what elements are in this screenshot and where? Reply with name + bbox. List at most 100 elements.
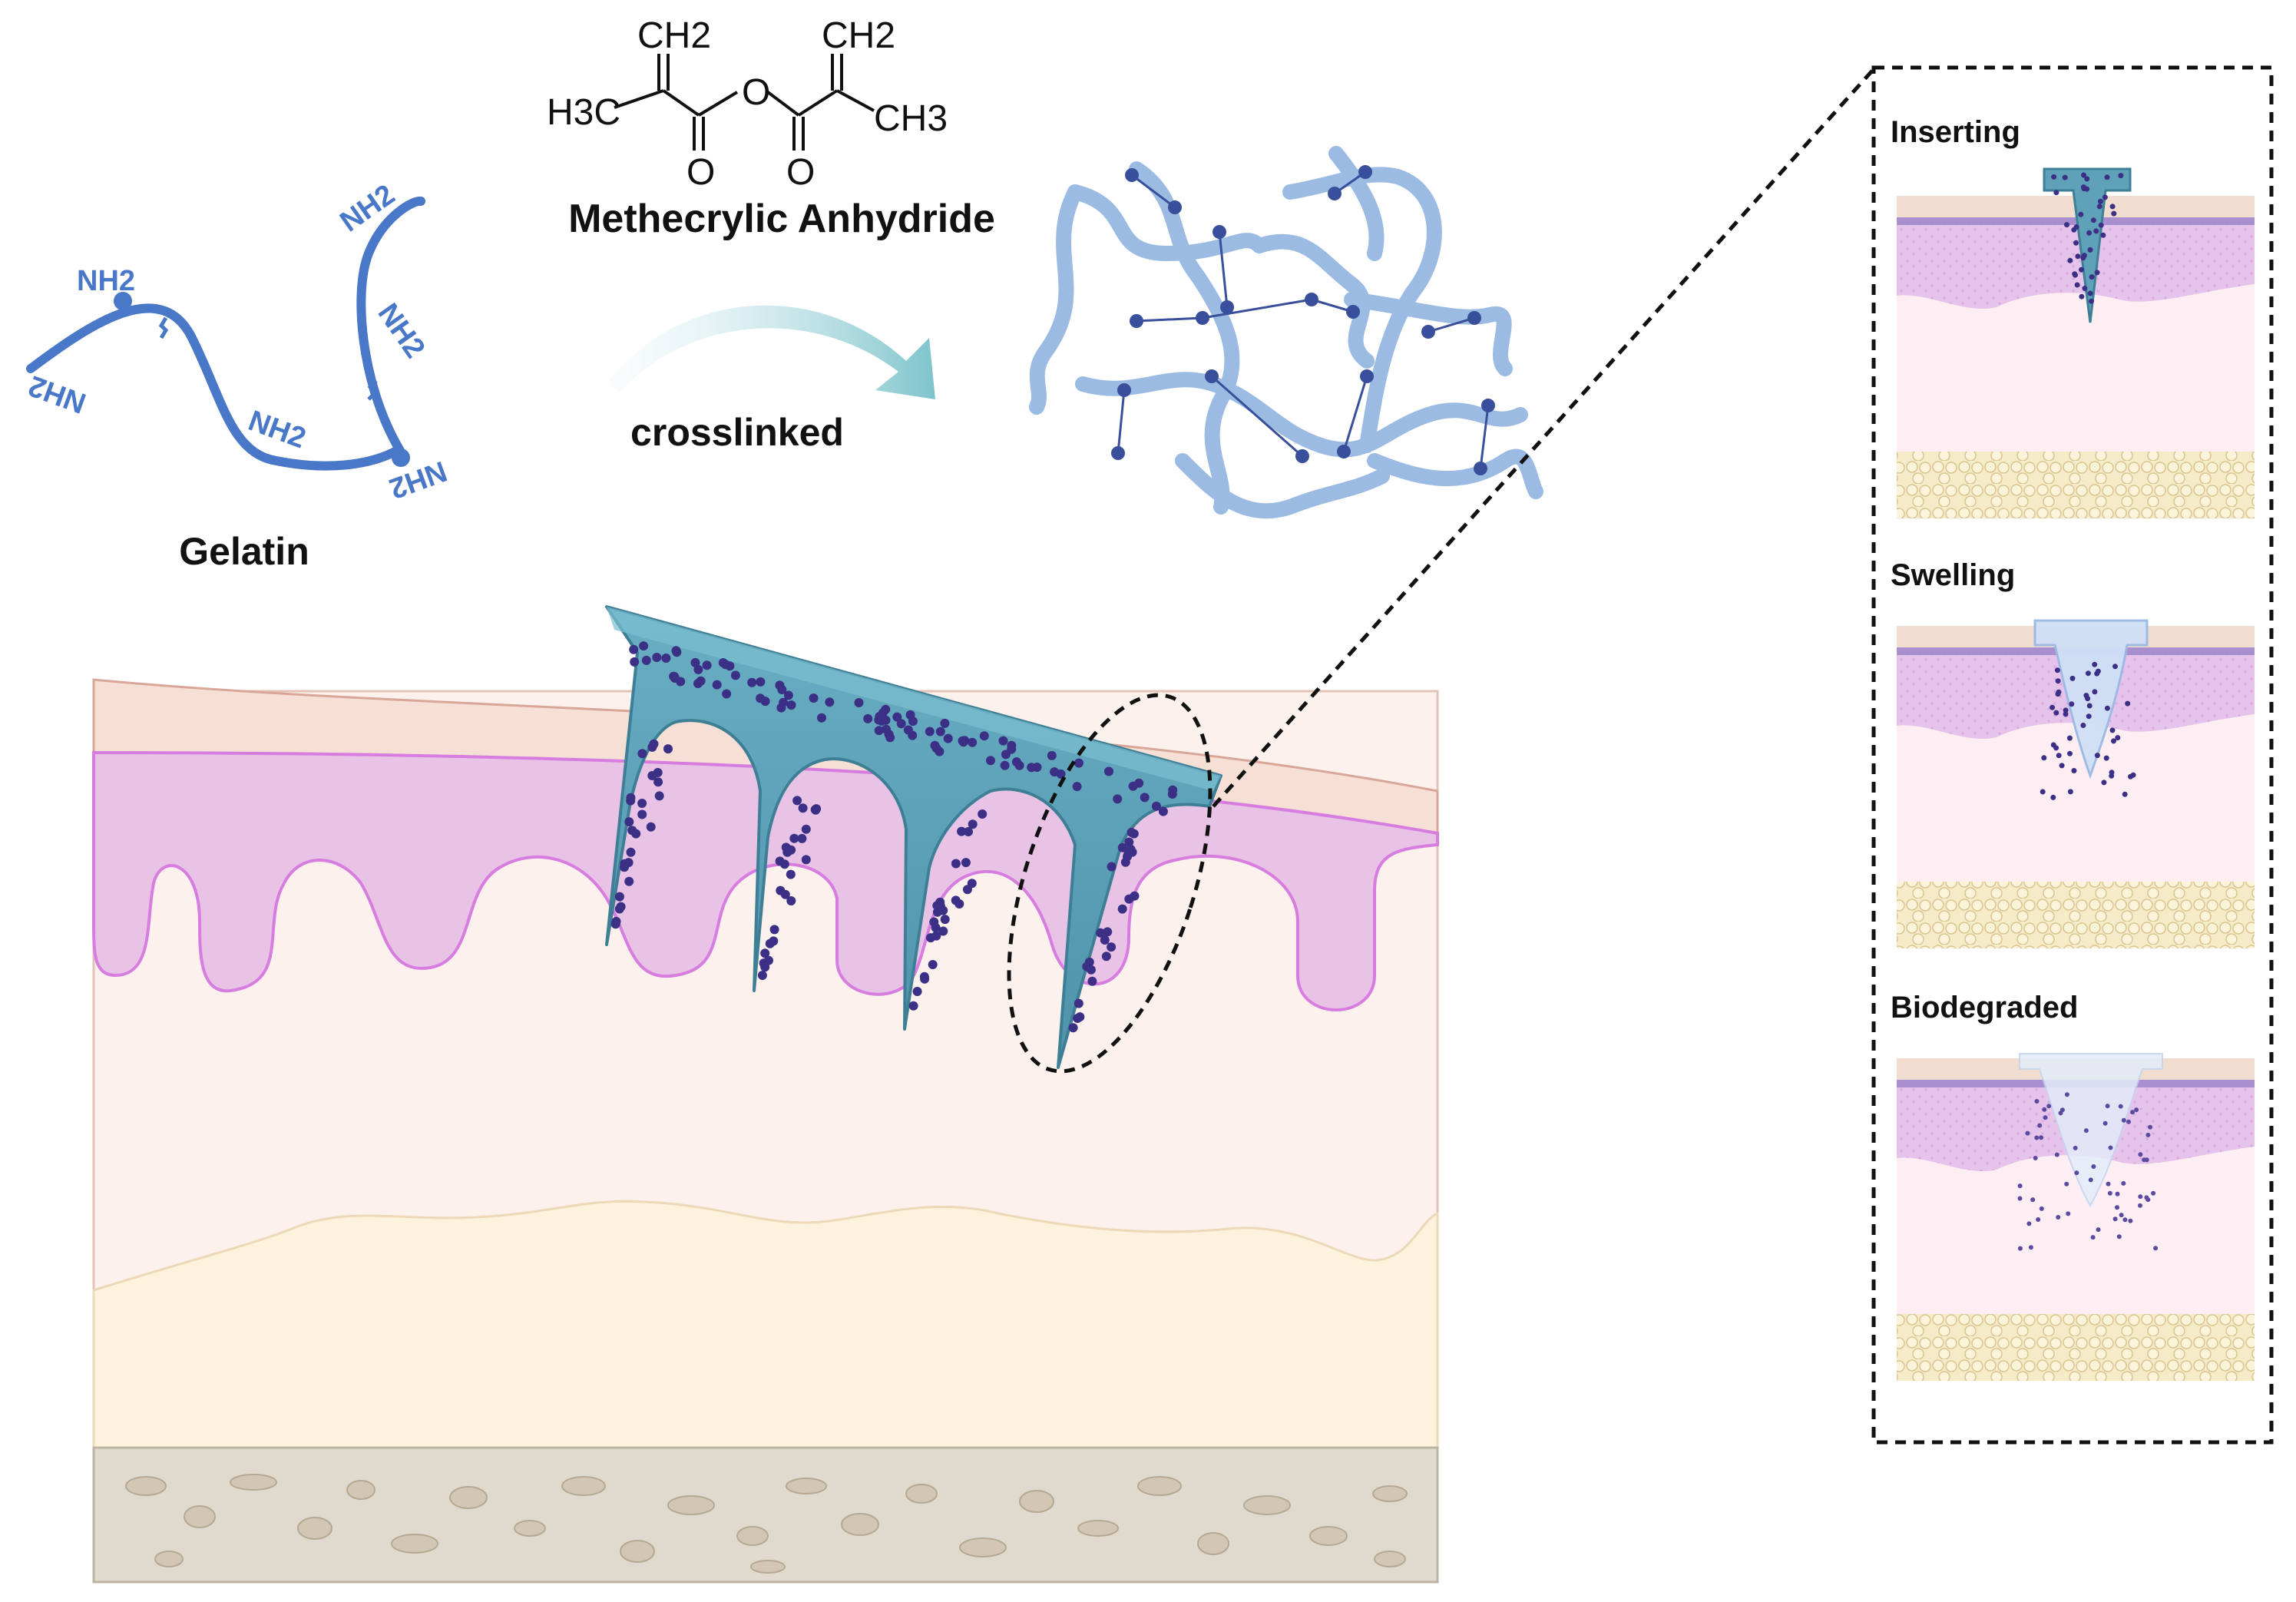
drug-particle [2050,704,2056,710]
drug-particle [624,876,634,886]
chem-ch2-right: CH2 [822,15,895,56]
drug-particle [2085,670,2091,677]
drug-particle [2109,727,2116,733]
drug-particle [2078,211,2084,217]
drug-particle [1074,758,1083,768]
drug-particle [611,916,621,926]
drug-particle [2100,232,2106,238]
drug-particle [1107,942,1117,952]
drug-particle [786,896,796,905]
drug-particle [2064,222,2069,228]
drug-particle [641,655,651,665]
drug-particle [2056,1215,2061,1220]
drug-particle [1117,904,1127,914]
amine-label: NH2 [77,265,135,297]
drug-particle [2116,1234,2122,1240]
drug-particle [2111,738,2116,744]
drug-particle [2092,661,2098,667]
drug-particle [646,822,656,832]
drug-particles-biodegraded [2017,1092,2159,1251]
drug-particle [2053,710,2059,716]
drug-particle [1107,862,1117,872]
drug-particle [2017,1196,2023,1201]
drug-particle [702,660,712,670]
drug-particle [2112,1216,2118,1222]
drug-particle [1072,782,1082,792]
drug-particle [614,904,624,914]
drug-particle [2115,1191,2120,1197]
drug-particle [2089,298,2094,304]
drug-particle [968,819,978,829]
drug-particle [2095,668,2101,674]
drug-particle [2091,1164,2096,1169]
drug-particle [2025,1130,2030,1136]
drug-particle [951,859,961,869]
drug-particle [2126,1119,2131,1124]
drug-particle [2073,240,2079,246]
drug-particle [2145,1197,2151,1203]
drug-particle [986,756,995,766]
drug-particle [693,664,703,674]
drug-particle [2043,1115,2048,1120]
methacrylic-anhydride-structure [614,54,875,151]
drug-particle [786,869,796,879]
drug-particle [718,658,728,667]
drug-particle [957,826,967,836]
zoom-region [1007,693,1213,1074]
drug-particle [801,855,811,865]
drug-particle [624,817,634,827]
drug-particle [1084,957,1094,967]
drug-particle [1124,894,1134,904]
amine-label: NH2 [371,298,431,364]
drug-particle [2034,1135,2040,1140]
drug-particle [2041,755,2047,761]
drug-particle [810,805,820,815]
drug-particle [1032,763,1042,772]
drug-particles [610,641,1178,1033]
drug-particle [775,856,785,866]
drug-particle [940,915,950,925]
drug-particle [2026,1221,2032,1226]
drug-particle [2080,255,2086,261]
drug-particle [2128,1218,2133,1223]
drug-particle [2066,1211,2071,1216]
drug-particle [2058,1110,2063,1116]
stage-swelling [1897,619,2255,948]
drug-particle [653,768,663,777]
drug-particle [780,889,790,899]
drug-particle [2115,1205,2119,1210]
drug-particle [654,791,664,801]
drug-particle [881,704,891,714]
drug-particle [2036,1217,2041,1222]
drug-particle [964,827,973,836]
drug-particle [1068,1023,1078,1033]
drug-particle [2102,1120,2108,1126]
drug-particle [661,654,671,663]
drug-particle [908,730,918,740]
drug-particle [756,677,766,687]
gelatin-molecule: NH2 NH2 NH2 NH2 NH2 NH2 [25,178,452,505]
drug-particle [2083,1128,2089,1134]
stage-title-biodegraded: Biodegraded [1891,991,2078,1024]
drug-particle [2094,270,2100,276]
drug-particle [1126,827,1136,837]
drug-particle [693,679,703,688]
chem-ch2-left: CH2 [637,15,711,56]
drug-particle [935,727,945,736]
drug-particle [2092,689,2098,695]
drug-particle [1120,857,1130,867]
drug-particle [1000,760,1010,770]
drug-particle [2067,789,2073,795]
drug-particle [2064,1092,2069,1097]
drug-particle [2034,1099,2040,1104]
drug-particle [2017,1246,2023,1251]
drug-particle [2106,1181,2111,1187]
drug-particle [938,926,948,936]
drug-particle [2128,773,2133,779]
drug-particle [1140,793,1150,803]
drug-particle [756,693,766,703]
skin-cross-section [92,678,1439,1584]
drug-particle [1128,781,1138,791]
drug-particle [896,719,906,729]
